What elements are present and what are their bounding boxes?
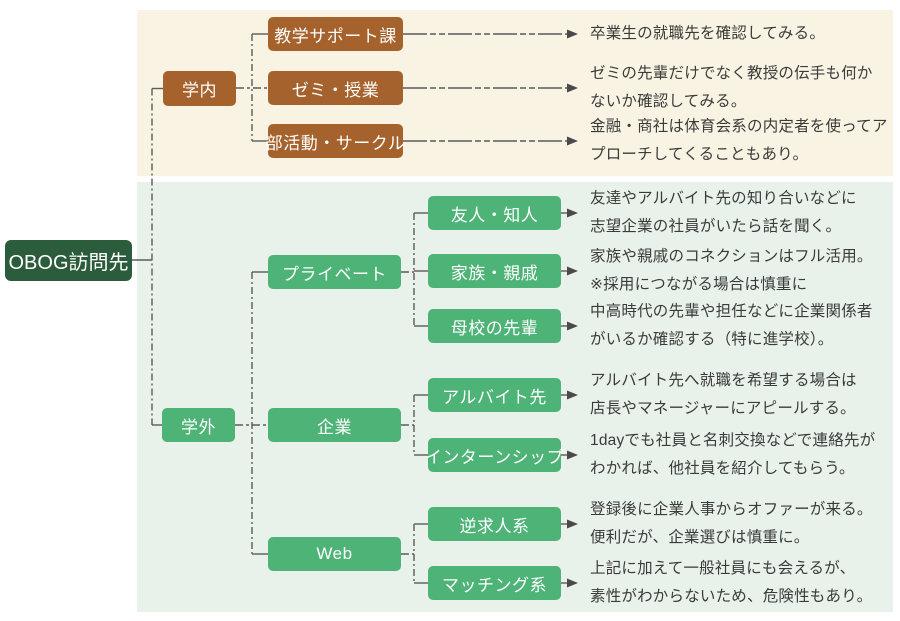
desc-line: アルバイト先へ就職を希望する場合は xyxy=(590,372,857,389)
campus-node: 学内 xyxy=(163,71,236,106)
desc-boko-no-senpai: 中高時代の先輩や担任などに企業関係者 がいるか確認する（特に進学校）。 xyxy=(590,298,873,354)
desc-line: ※採用につながる場合は慎重に xyxy=(590,276,808,293)
desc-yujin-chijin: 友達やアルバイト先の知り合いなどに 志望企業の社員がいたら話を聞く。 xyxy=(590,185,857,241)
desc-zemi-jugyo: ゼミの先輩だけでなく教授の伝手も何か ないか確認してみる。 xyxy=(590,60,873,116)
node-arbeit-saki: アルバイト先 xyxy=(428,378,561,412)
node-boko-no-senpai: 母校の先輩 xyxy=(428,309,561,343)
desc-line: がいるか確認する（特に進学校）。 xyxy=(590,331,834,348)
root-node: OBOG訪問先 xyxy=(5,240,132,281)
desc-internship: 1dayでも社員と名刺交換などで連絡先が わかれば、他社員を紹介してもらう。 xyxy=(590,427,875,483)
desc-line: 1dayでも社員と名刺交換などで連絡先が xyxy=(590,432,876,449)
desc-gyaku-kyujin: 登録後に企業人事からオファーが来る。 便利だが、企業選びは慎重に。 xyxy=(590,496,873,552)
desc-line: 素性がわからないため、危険性もあり。 xyxy=(590,588,873,605)
desc-line: 登録後に企業人事からオファーが来る。 xyxy=(590,501,873,518)
node-kazoku-shinseki: 家族・親戚 xyxy=(428,254,561,288)
node-web: Web xyxy=(268,537,401,571)
desc-line: 店長やマネージャーにアピールする。 xyxy=(590,400,856,417)
desc-line: ないか確認してみる。 xyxy=(590,93,747,110)
node-zemi-jugyo: ゼミ・授業 xyxy=(268,71,403,105)
node-kyogaku-support-ka: 教学サポート課 xyxy=(268,17,403,51)
node-yujin-chijin: 友人・知人 xyxy=(428,196,561,230)
desc-bukatsudo-circle: 金融・商社は体育会系の内定者を使ってア プローチしてくることもあり。 xyxy=(590,113,888,169)
node-internship: インターンシップ xyxy=(425,438,564,472)
node-private: プライベート xyxy=(268,255,401,289)
campus-panel xyxy=(137,10,893,176)
desc-line: 金融・商社は体育会系の内定者を使ってア xyxy=(590,118,888,135)
node-matching: マッチング系 xyxy=(428,566,561,600)
desc-line: 便利だが、企業選びは慎重に。 xyxy=(590,529,810,546)
node-gyaku-kyujin: 逆求人系 xyxy=(428,507,561,541)
desc-line: 上記に加えて一般社員にも会えるが、 xyxy=(590,560,856,577)
desc-line: 友達やアルバイト先の知り合いなどに xyxy=(590,190,857,207)
desc-line: ゼミの先輩だけでなく教授の伝手も何か xyxy=(590,65,873,82)
offcampus-node: 学外 xyxy=(162,408,235,442)
desc-line: 家族や親戚のコネクションはフル活用。 xyxy=(590,248,873,265)
desc-line: 中高時代の先輩や担任などに企業関係者 xyxy=(590,303,873,320)
desc-kyogaku-support-ka: 卒業生の就職先を確認してみる。 xyxy=(590,20,825,48)
desc-kazoku-shinseki: 家族や親戚のコネクションはフル活用。 ※採用につながる場合は慎重に xyxy=(590,243,873,299)
desc-line: わかれば、他社員を紹介してもらう。 xyxy=(590,460,855,477)
desc-line: プローチしてくることもあり。 xyxy=(590,146,809,163)
desc-line: 卒業生の就職先を確認してみる。 xyxy=(590,25,826,42)
desc-matching: 上記に加えて一般社員にも会えるが、 素性がわからないため、危険性もあり。 xyxy=(590,555,872,611)
node-kigyo: 企業 xyxy=(268,408,401,442)
desc-line: 志望企業の社員がいたら話を聞く。 xyxy=(590,218,842,235)
node-bukatsudo-circle: 部活動・サークル xyxy=(266,124,405,158)
desc-arbeit-saki: アルバイト先へ就職を希望する場合は 店長やマネージャーにアピールする。 xyxy=(590,367,857,423)
